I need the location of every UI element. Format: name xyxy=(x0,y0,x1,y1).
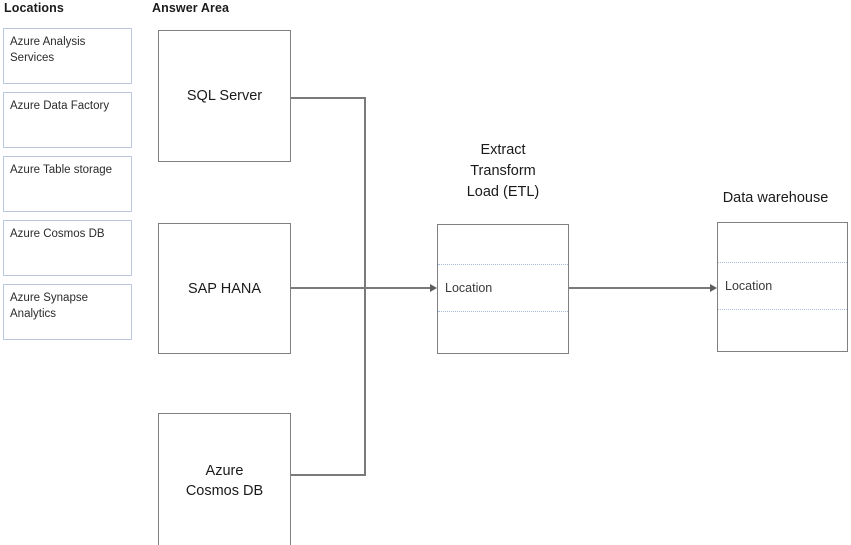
connector-trunk-vertical xyxy=(364,97,366,475)
etl-field-row[interactable]: Location xyxy=(438,265,568,311)
locations-list: Azure Analysis Services Azure Data Facto… xyxy=(3,28,132,340)
node-label: SAP HANA xyxy=(187,280,262,297)
location-item-azure-synapse-analytics[interactable]: Azure Synapse Analytics xyxy=(3,284,132,340)
etl-row-divider-bottom xyxy=(438,311,568,312)
node-sql-server[interactable]: SQL Server xyxy=(158,30,291,162)
location-item-azure-cosmos-db[interactable]: Azure Cosmos DB xyxy=(3,220,132,276)
connector-cosmos-db-horizontal xyxy=(291,474,366,476)
connector-sql-server-horizontal xyxy=(291,97,366,99)
location-item-label: Azure Table storage xyxy=(10,164,113,176)
etl-caption-line-1: Extract xyxy=(480,142,526,158)
etl-table-box[interactable]: Location xyxy=(437,224,569,354)
etl-caption: Extract Transform Load (ETL) xyxy=(437,140,569,203)
node-sap-hana[interactable]: SAP HANA xyxy=(158,223,291,354)
etl-caption-line-3: Load (ETL) xyxy=(466,184,540,200)
location-item-label: Azure Cosmos DB xyxy=(10,228,105,240)
etl-row-divider-top xyxy=(438,264,568,265)
connector-sap-hana-to-etl xyxy=(291,287,434,289)
data-warehouse-caption: Data warehouse xyxy=(722,190,829,206)
location-item-label: Azure Analysis Services xyxy=(10,36,86,64)
location-item-label: Azure Synapse Analytics xyxy=(10,292,88,320)
node-label: SQL Server xyxy=(186,88,263,104)
warehouse-field-row[interactable]: Location xyxy=(718,263,847,309)
warehouse-row-divider-bottom xyxy=(718,309,847,310)
location-item-azure-analysis-services[interactable]: Azure Analysis Services xyxy=(3,28,132,84)
etl-row-empty-top xyxy=(438,225,568,264)
connector-etl-to-data-warehouse xyxy=(569,287,713,289)
location-item-azure-data-factory[interactable]: Azure Data Factory xyxy=(3,92,132,148)
location-item-azure-table-storage[interactable]: Azure Table storage xyxy=(3,156,132,212)
answer-area-column-header: Answer Area xyxy=(152,1,230,15)
location-item-label: Azure Data Factory xyxy=(10,100,110,112)
warehouse-row-empty-top xyxy=(718,223,847,262)
etl-field-label: Location xyxy=(445,281,493,295)
warehouse-field-label: Location xyxy=(725,279,773,293)
locations-column-header: Locations xyxy=(4,1,64,15)
etl-caption-line-2: Transform xyxy=(470,163,536,179)
arrowhead-into-data-warehouse xyxy=(710,283,717,292)
data-warehouse-table-box[interactable]: Location xyxy=(717,222,848,352)
warehouse-row-divider-top xyxy=(718,262,847,263)
arrowhead-into-etl xyxy=(430,283,437,292)
